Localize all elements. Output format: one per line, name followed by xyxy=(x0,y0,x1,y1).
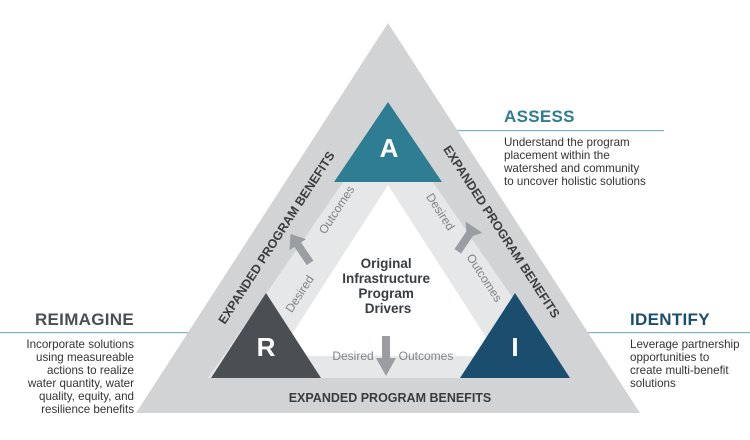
reimagine-description: Incorporate solutions using measureable … xyxy=(26,338,134,416)
identify-description: Leverage partnership opportunities to cr… xyxy=(630,338,740,390)
center-label: Original Infrastructure Program Drivers xyxy=(342,256,434,316)
reimagine-rule xyxy=(0,332,272,334)
assess-rule xyxy=(418,130,664,132)
center-line-3: Program xyxy=(358,286,414,301)
right-arrow-icon xyxy=(454,221,483,254)
assess-title: ASSESS xyxy=(504,107,575,126)
reimagine-triangle xyxy=(211,293,321,378)
assess-description: Understand the program placement within … xyxy=(504,136,646,188)
left-arrow-icon xyxy=(289,233,314,266)
identify-title: IDENTIFY xyxy=(630,310,710,329)
bottom-arrow-icon xyxy=(376,336,396,376)
reimagine-letter: R xyxy=(257,332,276,362)
center-line-1: Original xyxy=(361,256,412,271)
assess-letter: A xyxy=(380,133,399,163)
center-line-2: Infrastructure xyxy=(342,271,430,286)
assess-triangle xyxy=(334,102,442,182)
center-line-4: Drivers xyxy=(365,301,412,316)
benefits-label-bottom: EXPANDED PROGRAM BENEFITS xyxy=(289,391,492,405)
identify-letter: I xyxy=(511,332,518,362)
bottom-outcomes-label: Outcomes xyxy=(399,349,454,363)
identify-triangle xyxy=(460,293,570,378)
bottom-desired-label: Desired xyxy=(332,349,373,363)
center-triangle xyxy=(278,185,498,356)
reimagine-title: REIMAGINE xyxy=(34,310,134,329)
identify-rule xyxy=(520,332,750,334)
